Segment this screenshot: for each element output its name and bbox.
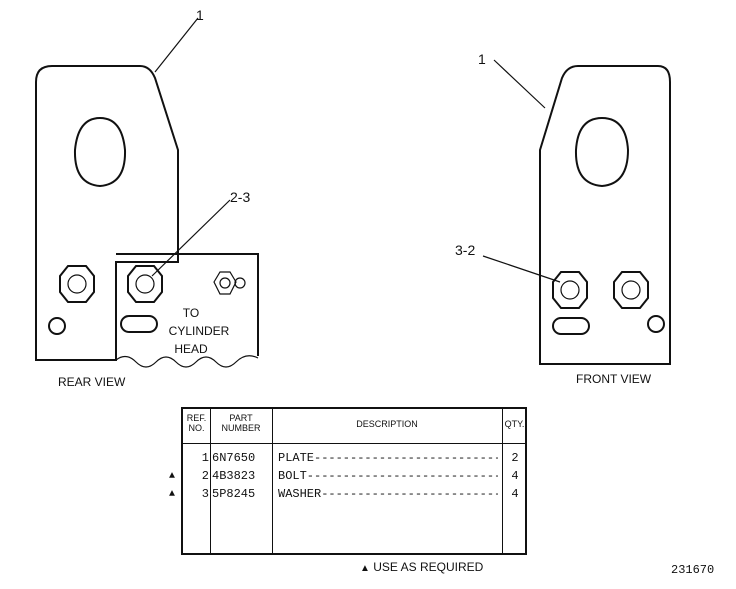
row-part-number: 4B3823 — [212, 469, 256, 483]
row-ref: 3 — [201, 487, 209, 501]
col-part — [210, 409, 273, 553]
header-rule — [183, 443, 525, 444]
table-row: ▲ 3 5P8245 WASHER-----------------------… — [169, 487, 525, 505]
front-view-label: FRONT VIEW — [576, 372, 652, 386]
rear-bolt-head-left — [59, 265, 95, 303]
rear-plate — [35, 65, 179, 361]
inset-label-2: CYLINDER — [169, 324, 230, 338]
inset-label-1: TO — [183, 306, 199, 320]
rear-lifting-hole — [73, 116, 127, 188]
table-row: 1 6N7650 PLATE--------------------------… — [183, 451, 525, 469]
row-qty: 4 — [511, 487, 519, 501]
col-description — [272, 409, 503, 553]
legend: ▲ USE AS REQUIRED — [360, 560, 483, 574]
header-part: PART NUMBER — [221, 413, 261, 433]
header-description: DESCRIPTION — [356, 419, 418, 429]
inset-label-3: HEAD — [174, 342, 208, 356]
row-part-number: 5P8245 — [212, 487, 256, 501]
as-required-icon: ▲ — [169, 471, 176, 482]
rear-plate-leader — [154, 17, 199, 73]
front-bolt-leader — [482, 255, 561, 283]
as-required-icon: ▲ — [169, 489, 176, 500]
callout-rear-bolt: 2-3 — [230, 189, 250, 205]
rear-bolt-leader — [151, 199, 231, 277]
row-ref: 2 — [201, 469, 209, 483]
front-plate — [539, 65, 671, 365]
front-lifting-hole — [574, 116, 630, 188]
callout-front-plate: 1 — [478, 51, 486, 67]
front-bolt-head-right — [613, 271, 649, 309]
rear-small-hole — [48, 317, 66, 335]
as-required-icon: ▲ — [360, 563, 370, 574]
header-qty: QTY. — [504, 419, 525, 429]
row-qty: 4 — [511, 469, 519, 483]
row-part-number: 6N7650 — [212, 451, 256, 465]
cylinder-head-inset — [115, 253, 259, 368]
rear-slot — [120, 315, 158, 333]
front-slot — [552, 317, 590, 335]
figure-id: 231670 — [671, 563, 715, 577]
legend-text: USE AS REQUIRED — [373, 560, 484, 574]
rear-view-label: REAR VIEW — [58, 375, 126, 389]
col-ref — [183, 409, 211, 553]
callout-front-bolt: 3-2 — [455, 242, 475, 258]
header-ref: REF. NO. — [186, 413, 207, 433]
table-row: ▲ 2 4B3823 BOLT-------------------------… — [169, 469, 525, 487]
row-ref: 1 — [201, 451, 209, 465]
row-description: PLATE----------------------------------- — [278, 451, 498, 465]
front-plate-leader — [493, 59, 546, 109]
row-qty: 2 — [511, 451, 519, 465]
front-small-hole — [647, 315, 665, 333]
washer-icon — [213, 271, 246, 295]
row-description: BOLT------------------------------------ — [278, 469, 498, 483]
callout-rear-plate: 1 — [196, 7, 204, 23]
rear-bolt-head-right — [127, 265, 163, 303]
parts-table: REF. NO. PART NUMBER DESCRIPTION QTY. 1 … — [169, 407, 527, 555]
front-bolt-head-left — [552, 271, 588, 309]
row-description: WASHER---------------------------------- — [278, 487, 498, 501]
